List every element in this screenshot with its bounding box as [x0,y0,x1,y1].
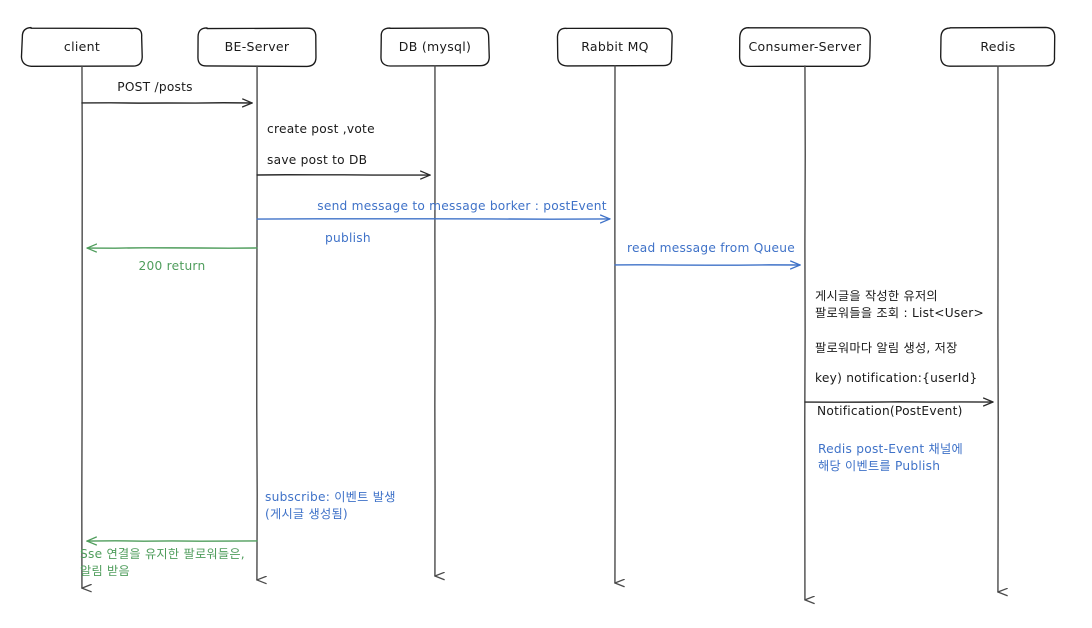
note-line: 게시글을 작성한 유저의 [815,289,938,303]
lifeline-db[interactable]: DB (mysql) [380,27,490,576]
message-post-posts[interactable]: POST /posts [81,80,253,103]
messages-layer: POST /posts create post ,vote save post to… [81,80,994,541]
note-line: Redis post-Event 채널에 [818,442,963,456]
participant-label-be: BE-Server [225,39,290,54]
lifeline-client[interactable]: client [20,26,143,589]
message-label-create-post-vote: create post ,vote [267,122,375,136]
note-line: 해당 이벤트를 Publish [818,459,940,473]
lifeline-mq[interactable]: Rabbit MQ [556,27,673,583]
lifeline-consumer[interactable]: Consumer-Server [738,27,871,600]
note-line: key) notification:{userId} [815,371,978,385]
participant-label-db: DB (mysql) [399,39,471,54]
message-label-200-return: 200 return [139,259,206,273]
note-line: 팔로워들을 조회 : List<User> [815,306,984,320]
message-label-read-message-from-queue: read message from Queue [627,241,795,255]
note-line: 팔로워마다 알림 생성, 저장 [815,341,958,355]
note-note-subscribe-event: subscribe: 이벤트 발생 (게시글 생성됨) [265,490,396,521]
lifeline-be[interactable]: BE-Server [197,27,317,580]
message-label-send-message-broker: send message to message borker : postEve… [317,199,607,213]
note-line: 알림 받음 [80,564,130,578]
message-publish[interactable]: publish [325,231,371,245]
participant-label-client: client [64,39,100,54]
participant-label-consumer: Consumer-Server [749,39,863,54]
lifeline-redis[interactable]: Redis [940,26,1056,592]
message-create-post-vote[interactable]: create post ,vote [267,122,375,136]
message-label-post-posts: POST /posts [117,80,193,94]
note-note-create-save-notification: 팔로워마다 알림 생성, 저장 [815,341,958,355]
message-label-save-post-to-db: save post to DB [267,153,367,167]
participant-label-mq: Rabbit MQ [581,39,649,54]
message-send-message-broker[interactable]: send message to message borker : postEve… [256,199,611,219]
message-label-publish: publish [325,231,371,245]
note-note-sse-followers: Sse 연결을 유지한 팔로워들은, 알림 받음 [80,547,245,578]
message-save-post-to-db[interactable]: save post to DB [256,153,431,175]
note-line: Sse 연결을 유지한 팔로워들은, [80,547,245,561]
note-line: (게시글 생성됨) [265,507,348,521]
note-note-redis-key: key) notification:{userId} [815,371,978,385]
message-200-return[interactable]: 200 return [86,248,258,273]
message-read-message-from-queue[interactable]: read message from Queue [614,241,801,265]
message-label-notification-post-event: Notification(PostEvent) [817,404,963,418]
lifelines-layer: client BE-Server DB (mysql) Rabbit MQ Consum… [20,26,1056,600]
note-line: subscribe: 이벤트 발생 [265,490,396,504]
message-notification-post-event[interactable]: Notification(PostEvent) [804,402,994,418]
participant-label-redis: Redis [980,39,1015,54]
